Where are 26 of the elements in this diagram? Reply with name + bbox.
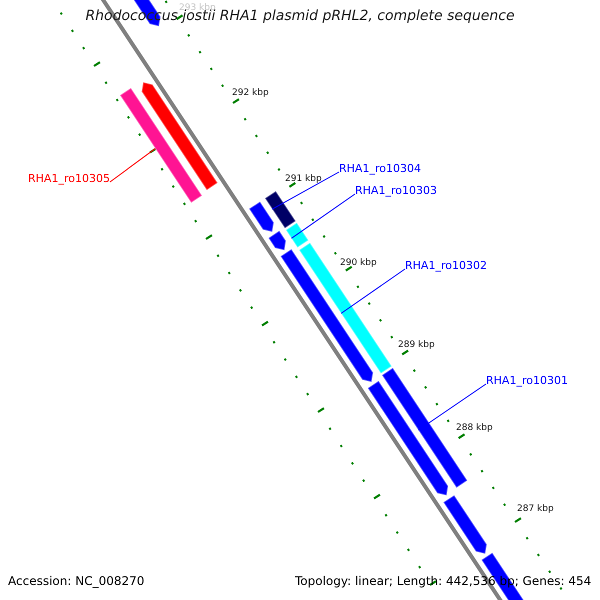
gene-block [267, 230, 287, 252]
gene-label: RHA1_ro10302 [405, 259, 487, 272]
scale-label: 292 kbp [232, 88, 269, 98]
leader-line [418, 384, 486, 431]
scale-label: 287 kbp [517, 504, 554, 514]
leader-line [109, 148, 156, 182]
gene-block [284, 222, 310, 249]
gene-label: RHA1_ro10305 [28, 172, 110, 185]
gene-label: RHA1_ro10303 [355, 184, 437, 197]
gene-block [366, 380, 449, 496]
leader-line [290, 194, 356, 239]
gene-label: RHA1_ro10301 [486, 374, 568, 387]
scale-label: 289 kbp [398, 340, 435, 350]
gene-block [248, 200, 275, 233]
gene-block [442, 494, 488, 555]
leader-line [272, 172, 340, 210]
scale-label: 290 kbp [340, 258, 377, 268]
leader-line [340, 268, 406, 314]
scale-label: 291 kbp [285, 174, 322, 184]
gene-block [264, 190, 297, 230]
gene-block [140, 81, 219, 192]
gene-block [298, 242, 393, 374]
scale-label: 288 kbp [456, 423, 493, 433]
gene-block [118, 86, 204, 204]
gene-label: RHA1_ro10304 [339, 162, 421, 175]
info-text: Accession: NC_008270 [8, 574, 144, 588]
